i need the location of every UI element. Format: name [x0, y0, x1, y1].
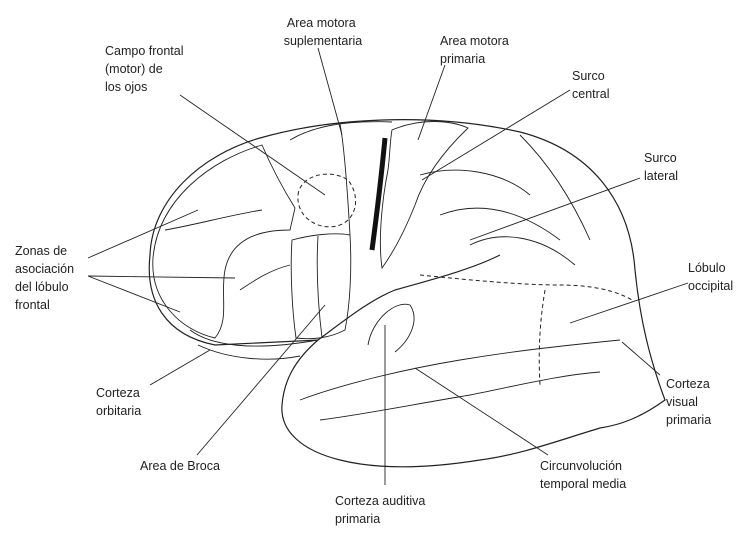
broca-area-divider	[317, 236, 322, 338]
label-campo-frontal: Campo frontal (motor) de los ojos	[105, 44, 187, 94]
label-corteza-visual: Corteza visual primaria	[666, 377, 713, 427]
brain-outline	[149, 120, 665, 467]
primary-motor-area	[380, 122, 468, 269]
leader-lines	[88, 48, 688, 485]
frontal-gyrus-1	[165, 210, 262, 230]
parietal-gyrus-2	[440, 208, 560, 240]
label-circunvolucion: Circunvolución temporal media	[540, 459, 626, 491]
parietal-gyrus-1	[420, 170, 530, 195]
label-surco-central: Surco central	[572, 69, 610, 101]
parietal-gyrus-3	[470, 237, 575, 265]
frontal-association-region	[153, 145, 295, 338]
label-zonas-asociacion: Zonas de asociación del lóbulo frontal	[15, 244, 78, 312]
parietal-gyrus-4	[520, 135, 590, 240]
label-corteza-auditiva: Corteza auditiva primaria	[335, 494, 429, 526]
inferior-temporal-sulcus	[320, 372, 600, 420]
frontal-gyrus-2	[240, 265, 290, 290]
label-area-broca: Area de Broca	[140, 459, 220, 473]
central-sulcus	[372, 138, 385, 250]
label-area-motora-suplementaria: Area motora suplementaria	[284, 16, 363, 48]
label-lobulo-occipital: Lóbulo occipital	[688, 261, 733, 293]
label-corteza-orbitaria: Corteza orbitaria	[96, 386, 143, 418]
label-surco-lateral: Surco lateral	[644, 151, 680, 183]
supplementary-motor-edge	[340, 124, 350, 235]
auditory-fold	[368, 304, 414, 352]
label-area-motora-primaria: Area motora primaria	[440, 34, 512, 66]
occipital-boundary	[420, 275, 632, 300]
occipital-boundary-vertical	[539, 290, 545, 385]
superior-temporal-sulcus	[300, 340, 620, 400]
